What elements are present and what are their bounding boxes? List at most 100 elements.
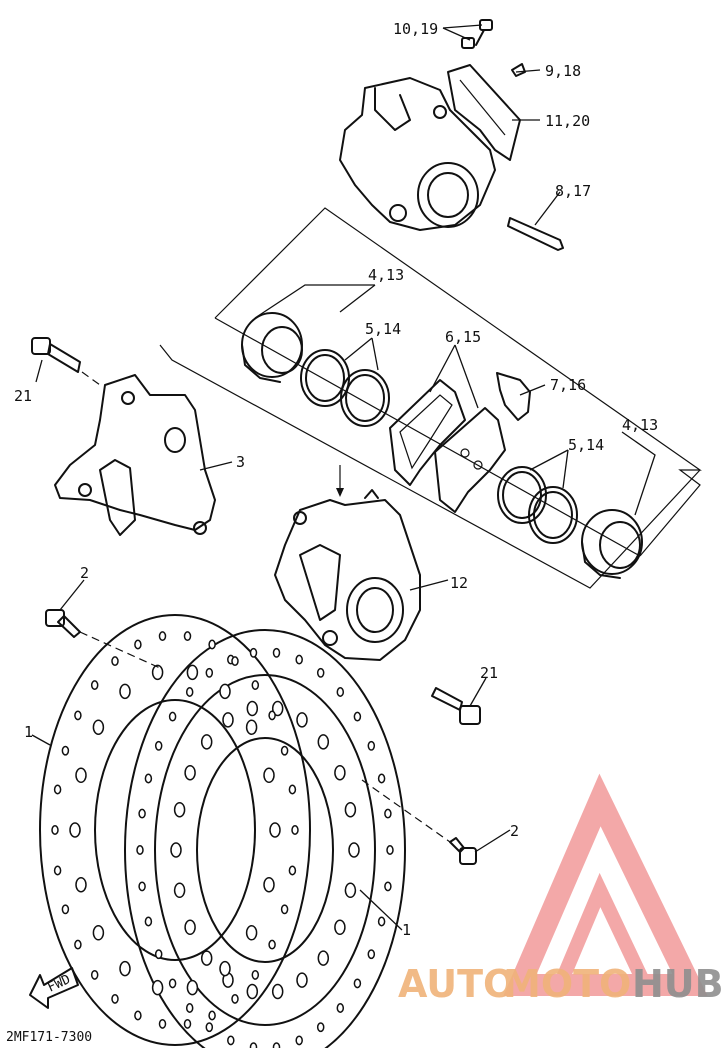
disc-hole bbox=[271, 700, 284, 717]
part-labels: 10,19 9,18 11,20 8,17 4,13 5,14 6,15 7,1… bbox=[14, 20, 658, 939]
disc-hole bbox=[353, 711, 362, 722]
watermark-logo bbox=[503, 773, 708, 996]
disc-hole bbox=[184, 764, 196, 781]
disc-hole bbox=[263, 767, 275, 784]
disc-hole bbox=[336, 1003, 345, 1013]
disc-hole bbox=[353, 978, 362, 989]
disc-hole bbox=[295, 654, 303, 665]
disc-hole bbox=[173, 882, 186, 899]
disc-hole bbox=[272, 647, 281, 658]
disc-hole bbox=[377, 916, 386, 927]
disc-hole bbox=[269, 822, 281, 838]
brake-pad-1 bbox=[389, 379, 466, 486]
disc-hole bbox=[69, 822, 81, 838]
assembly-boundary bbox=[159, 207, 702, 589]
label-5-14-right: 5,14 bbox=[568, 436, 604, 454]
disc-hole bbox=[51, 825, 59, 835]
disc-hole bbox=[170, 842, 182, 858]
bolt-2-right bbox=[449, 837, 477, 865]
disc-hole bbox=[74, 710, 82, 721]
disc-hole bbox=[295, 1035, 303, 1046]
disc-hole bbox=[138, 881, 146, 892]
disc-hole bbox=[168, 978, 177, 989]
disc-hole bbox=[134, 639, 142, 650]
bolt-21-right bbox=[431, 687, 481, 725]
disc-hole bbox=[111, 656, 119, 667]
disc-hole bbox=[367, 740, 376, 751]
disc-hole bbox=[136, 845, 144, 855]
seal-top-2 bbox=[340, 369, 390, 427]
disc-hole bbox=[186, 979, 199, 996]
disc-hole bbox=[53, 865, 62, 876]
disc-hole bbox=[288, 865, 297, 876]
label-2-left: 2 bbox=[80, 564, 89, 582]
disc-hole bbox=[249, 1042, 258, 1048]
disc-hole bbox=[231, 656, 239, 667]
disc-hole bbox=[280, 745, 289, 756]
disc-hole bbox=[317, 734, 330, 750]
disc-hole bbox=[111, 993, 119, 1004]
alignment-lines bbox=[79, 371, 451, 843]
disc-hole bbox=[185, 1003, 194, 1013]
disc-hole bbox=[251, 969, 260, 980]
disc-hole bbox=[219, 683, 231, 700]
disc-hole bbox=[184, 919, 196, 936]
watermark-part2: MOTO bbox=[503, 962, 631, 1006]
disc-hole bbox=[144, 916, 153, 927]
piston-top bbox=[241, 312, 303, 383]
label-4-13-top: 4,13 bbox=[368, 266, 404, 284]
disc-hole bbox=[92, 719, 105, 735]
disc-hole bbox=[185, 687, 194, 697]
disc-hole bbox=[75, 876, 87, 893]
label-7-16: 7,16 bbox=[550, 376, 586, 394]
disc-hole bbox=[317, 950, 330, 966]
label-21-left: 21 bbox=[14, 387, 32, 405]
disc-hole bbox=[134, 1010, 142, 1021]
label-4-13-right: 4,13 bbox=[622, 416, 658, 434]
disc-hole bbox=[158, 631, 167, 642]
disc-hole bbox=[245, 925, 258, 941]
disc-hole bbox=[384, 808, 392, 819]
pad-spring bbox=[496, 372, 531, 421]
caliper-lower bbox=[274, 489, 421, 661]
label-1-left: 1 bbox=[24, 723, 33, 741]
disc-hole bbox=[151, 664, 164, 681]
disc-hole bbox=[53, 784, 62, 795]
label-11-20: 11,20 bbox=[545, 112, 590, 130]
disc-hole bbox=[154, 740, 163, 751]
label-2-right: 2 bbox=[510, 822, 519, 840]
disc-hole bbox=[154, 949, 163, 960]
watermark-part3: HUB bbox=[632, 962, 724, 1006]
caliper-left bbox=[54, 374, 216, 536]
disc-hole bbox=[119, 683, 131, 700]
disc-hole bbox=[92, 925, 105, 941]
disc-hole bbox=[263, 876, 275, 893]
brake-disc-front bbox=[51, 629, 406, 1048]
disc-hole bbox=[200, 950, 213, 966]
disc-hole bbox=[90, 680, 99, 691]
upper-caliper-assembly bbox=[339, 19, 564, 251]
disc-hole bbox=[268, 710, 276, 721]
disc-hole bbox=[183, 1018, 192, 1029]
disc-hole bbox=[61, 904, 70, 915]
disc-hole bbox=[344, 801, 357, 818]
disc-hole bbox=[231, 993, 239, 1004]
forward-arrow-icon: FWD bbox=[29, 967, 79, 1009]
disc-hole bbox=[272, 1042, 281, 1048]
disc-hole bbox=[296, 712, 308, 728]
disc-hole bbox=[334, 764, 346, 781]
label-9-18: 9,18 bbox=[545, 62, 581, 80]
label-10-19: 10,19 bbox=[393, 20, 438, 38]
disc-hole bbox=[336, 687, 345, 697]
disc-hole bbox=[316, 1022, 325, 1033]
label-5-14-top: 5,14 bbox=[365, 320, 401, 338]
disc-hole bbox=[296, 972, 308, 988]
label-12: 12 bbox=[450, 574, 468, 592]
disc-hole bbox=[377, 773, 386, 784]
disc-hole bbox=[367, 949, 376, 960]
disc-hole bbox=[119, 960, 131, 977]
watermark-part1: AUTO bbox=[398, 962, 515, 1006]
disc-hole bbox=[344, 882, 357, 899]
bleed-bolt-icon bbox=[461, 19, 493, 49]
disc-hole bbox=[158, 1018, 167, 1029]
